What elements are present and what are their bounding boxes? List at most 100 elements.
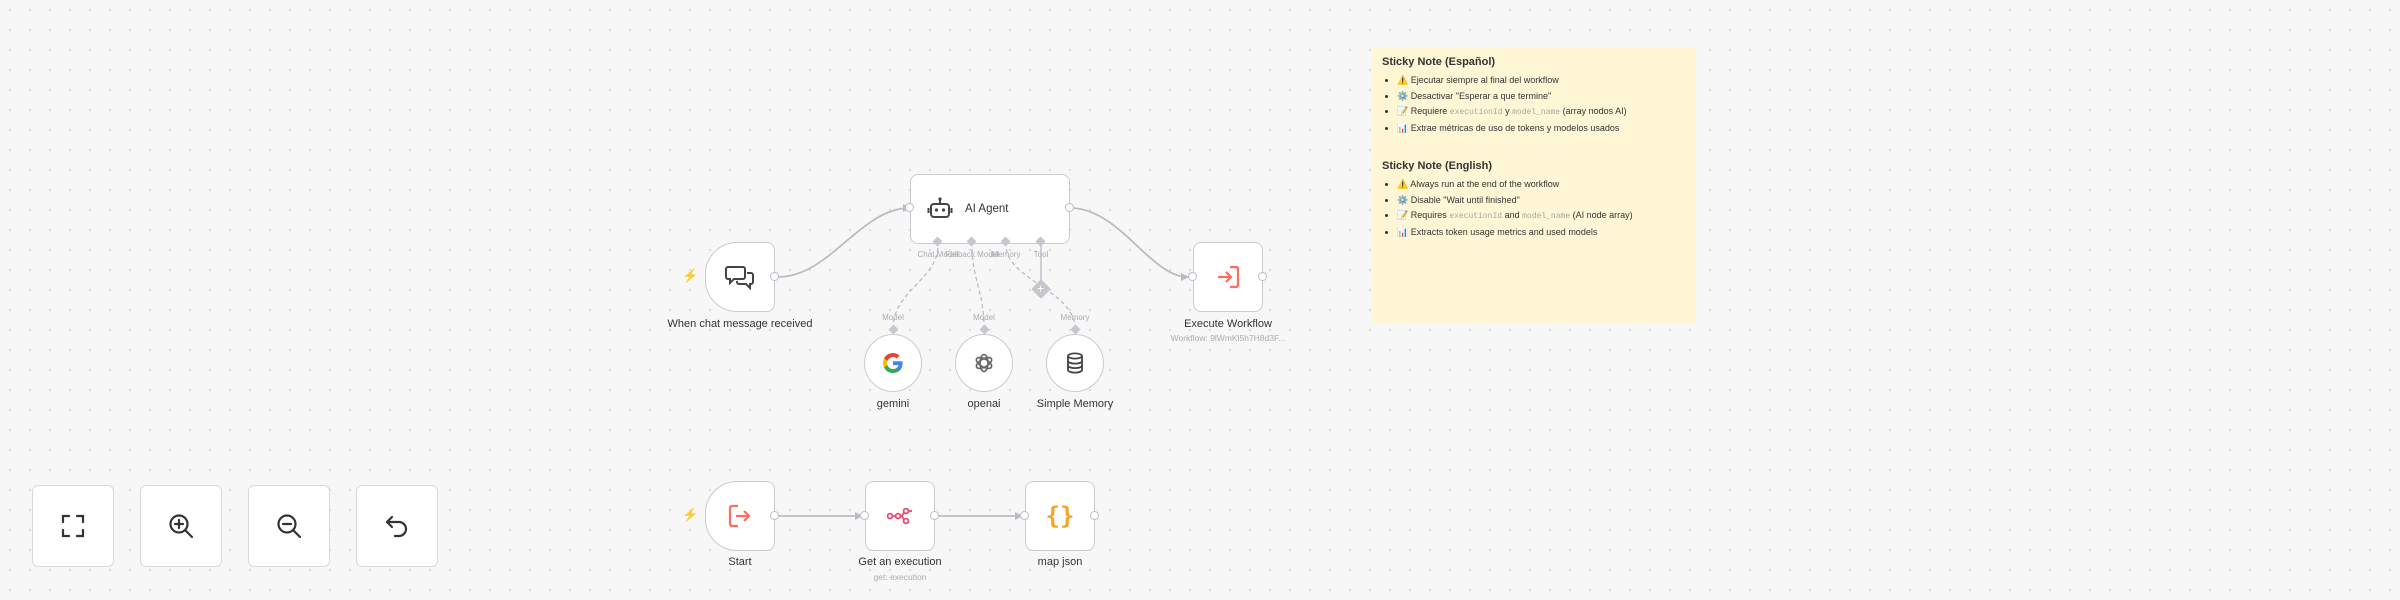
port-label-chat-model: Chat Model: [917, 250, 959, 259]
warning-icon: ⚠️: [1397, 179, 1409, 189]
input-port[interactable]: [1188, 272, 1197, 281]
sticky-item: 📊 Extrae métricas de uso de tokens y mod…: [1397, 121, 1686, 137]
bar-chart-icon: 📊: [1397, 122, 1409, 133]
output-diamond[interactable]: [888, 324, 899, 335]
port-label-memory: Memory: [991, 250, 1021, 259]
sticky-item: 📊 Extracts token usage metrics and used …: [1397, 225, 1686, 241]
add-tool-icon[interactable]: +: [1031, 279, 1051, 299]
sticky-list-es: ⚠️ Ejecutar siempre al final del workflo…: [1382, 73, 1686, 136]
port-label-model: Model: [882, 313, 904, 322]
node-simple-memory[interactable]: [1046, 334, 1104, 392]
sticky-item-text: y: [1502, 106, 1513, 116]
sticky-item-text: Ejecutar siempre al final del workflow: [1410, 75, 1559, 85]
database-icon: [1067, 352, 1083, 374]
bar-chart-icon: 📊: [1397, 226, 1409, 237]
gear-icon: ⚙️: [1397, 194, 1409, 205]
output-port[interactable]: [930, 511, 939, 520]
warning-icon: ⚠️: [1397, 75, 1409, 85]
port-label-tool: Tool: [1033, 250, 1049, 259]
trigger-bolt-icon: ⚡: [682, 507, 699, 522]
sticky-list-en: ⚠️ Always run at the end of the workflow…: [1382, 177, 1686, 240]
gear-icon: ⚙️: [1397, 90, 1409, 101]
node-label: Execute Workflow: [1184, 318, 1272, 330]
output-port[interactable]: [770, 511, 779, 520]
node-label: Get an execution: [858, 556, 942, 568]
n8n-logo-icon: [886, 507, 912, 525]
node-label: gemini: [876, 398, 910, 410]
node-map-json[interactable]: {}: [1025, 481, 1095, 551]
sticky-item: 📝 Requiere executionId y model_name (arr…: [1397, 104, 1686, 121]
memo-icon: 📝: [1397, 106, 1409, 116]
node-execute-workflow[interactable]: [1193, 242, 1263, 312]
edge-chat-to-agent: [777, 207, 911, 278]
node-label: Start: [728, 556, 752, 568]
fullscreen-icon: [61, 514, 85, 538]
output-diamond[interactable]: [1070, 324, 1081, 335]
google-icon: [883, 353, 903, 373]
openai-icon: [975, 353, 993, 373]
port-label-model: Model: [973, 313, 995, 322]
trigger-bolt-icon: ⚡: [682, 268, 699, 283]
node-subtitle: get: execution: [873, 572, 927, 582]
node-label: Simple Memory: [1036, 398, 1114, 410]
node-get-execution[interactable]: [865, 481, 935, 551]
sticky-item-text: Always run at the end of the workflow: [1410, 179, 1560, 189]
node-gemini[interactable]: [864, 334, 922, 392]
input-port[interactable]: [860, 511, 869, 520]
code-snippet: executionId: [1449, 108, 1503, 117]
node-start[interactable]: [705, 481, 775, 551]
sticky-item-text: Desactivar "Esperar a que termine": [1410, 90, 1552, 101]
node-chat-trigger[interactable]: [705, 242, 775, 312]
sign-in-icon: [1218, 265, 1240, 289]
node-title: AI Agent: [965, 203, 1009, 215]
sticky-item: ⚠️ Always run at the end of the workflow: [1397, 177, 1686, 193]
sticky-item: 📝 Requires executionId and model_name (A…: [1397, 208, 1686, 225]
sticky-item: ⚙️ Disable "Wait until finished": [1397, 193, 1686, 209]
sticky-item-text: (array nodos AI): [1560, 106, 1627, 116]
sticky-note[interactable]: Sticky Note (Español) ⚠️ Ejecutar siempr…: [1372, 48, 1696, 324]
memo-icon: 📝: [1397, 210, 1409, 220]
zoom-in-icon: [169, 514, 194, 539]
input-port[interactable]: [905, 203, 914, 212]
sticky-item-text: and: [1502, 210, 1523, 220]
sticky-item: ⚙️ Desactivar "Esperar a que termine": [1397, 89, 1686, 105]
port-label-memory: Memory: [1060, 313, 1090, 322]
code-snippet: executionId: [1449, 212, 1503, 221]
sign-out-icon: [728, 504, 751, 528]
output-port[interactable]: [1065, 203, 1074, 212]
fit-view-button[interactable]: [32, 485, 114, 567]
output-diamond[interactable]: [979, 324, 990, 335]
undo-icon: [385, 515, 408, 538]
sticky-item-text: Requiere: [1410, 106, 1450, 116]
sticky-item-text: Extrae métricas de uso de tokens y model…: [1410, 122, 1620, 133]
output-port[interactable]: [770, 272, 779, 281]
code-snippet: model_name: [1512, 108, 1561, 117]
zoom-in-button[interactable]: [140, 485, 222, 567]
undo-button[interactable]: [356, 485, 438, 567]
sticky-title-en: Sticky Note (English): [1382, 160, 1493, 172]
sticky-item: ⚠️ Ejecutar siempre al final del workflo…: [1397, 73, 1686, 89]
sticky-item-text: Disable "Wait until finished": [1410, 194, 1520, 205]
sticky-item-text: (AI node array): [1570, 210, 1633, 220]
zoom-out-icon: [277, 514, 302, 539]
node-ai-agent[interactable]: AI Agent: [910, 174, 1070, 244]
edge-agent-to-execute: [1069, 207, 1189, 278]
output-port[interactable]: [1090, 511, 1099, 520]
robot-icon: [927, 197, 953, 218]
output-port[interactable]: [1258, 272, 1267, 281]
node-label: When chat message received: [667, 318, 813, 330]
port-label-fallback-model: Fallback Model: [945, 250, 999, 259]
node-label: map json: [1037, 556, 1083, 568]
sticky-item-text: Requires: [1410, 210, 1450, 220]
braces-icon: {}: [1045, 502, 1075, 530]
sticky-title-es: Sticky Note (Español): [1382, 56, 1496, 68]
node-subtitle: Workflow: 9lWmKl5h7H8d3F...: [1170, 333, 1286, 343]
input-port[interactable]: [1020, 511, 1029, 520]
node-label: openai: [967, 398, 1001, 410]
chat-bubbles-icon: [725, 266, 754, 290]
code-snippet: model_name: [1522, 212, 1571, 221]
zoom-out-button[interactable]: [248, 485, 330, 567]
node-openai[interactable]: [955, 334, 1013, 392]
sticky-item-text: Extracts token usage metrics and used mo…: [1410, 226, 1598, 237]
